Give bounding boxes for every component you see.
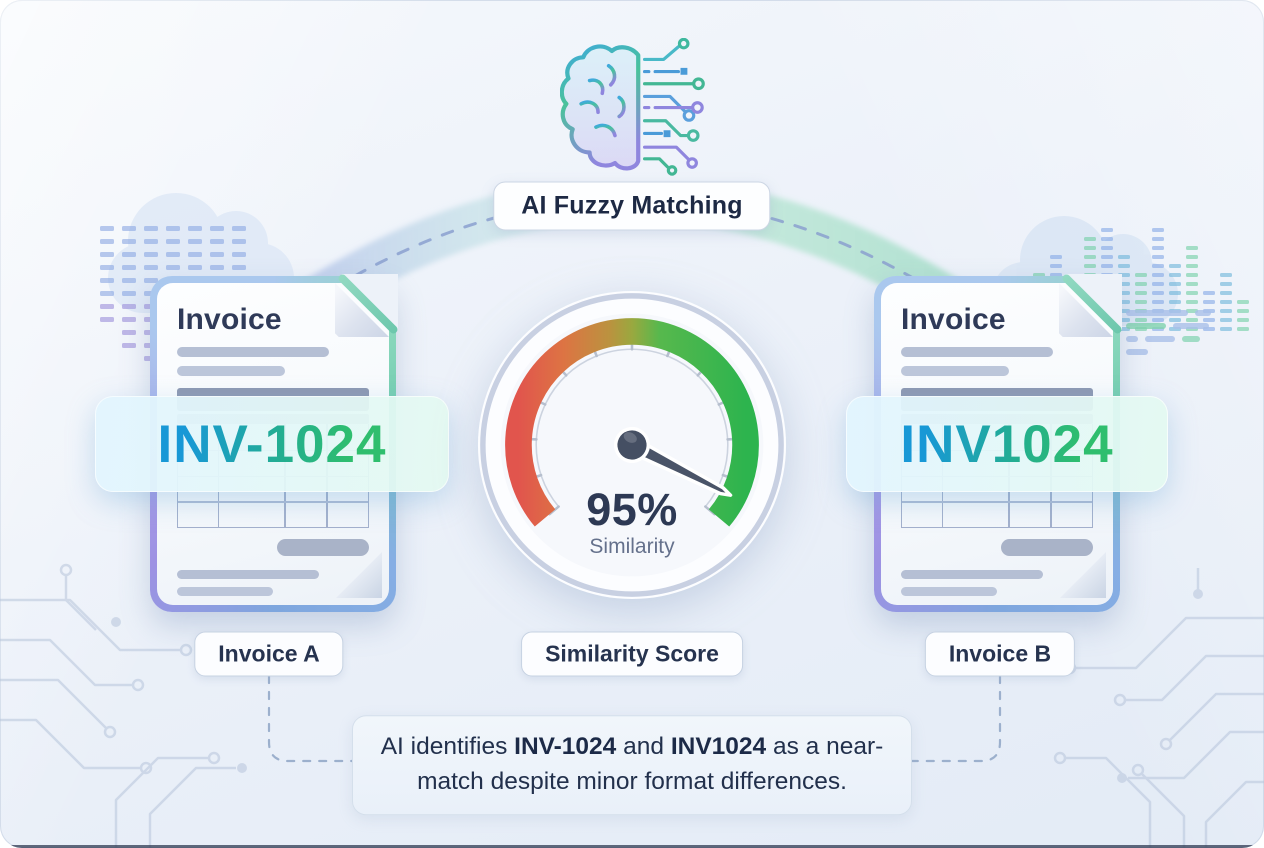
summary-highlight-inv-1024: INV-1024	[514, 733, 617, 761]
text-placeholder	[901, 587, 997, 596]
summary-text-2: and	[616, 733, 671, 761]
invoice-b-number-badge: INV1024	[846, 396, 1168, 492]
invoice-a-doc-title: Invoice	[177, 303, 282, 336]
invoice-a-card: Invoice INV-1024	[95, 272, 449, 612]
similarity-unit-label: Similarity	[589, 535, 675, 558]
invoice-a-number: INV-1024	[157, 414, 387, 474]
similarity-gauge: 95% Similarity	[474, 287, 790, 603]
summary-callout: AI identifies INV-1024 and INV1024 as a …	[352, 715, 912, 815]
circuit-traces-bottom-right	[1053, 568, 1264, 848]
text-placeholder	[901, 570, 1043, 579]
summary-highlight-inv1024: INV1024	[670, 733, 767, 761]
text-placeholder	[177, 587, 273, 596]
text-placeholder	[901, 366, 1009, 376]
page-curl-icon	[1060, 552, 1106, 598]
text-placeholder	[177, 570, 319, 579]
gauge-needle-icon	[613, 426, 733, 497]
invoice-b-number: INV1024	[900, 414, 1114, 474]
similarity-value: 95%	[586, 484, 678, 535]
text-placeholder	[177, 347, 329, 357]
total-placeholder	[277, 539, 369, 556]
invoice-a-number-badge: INV-1024	[95, 396, 449, 492]
data-lines-decoration	[1126, 310, 1211, 355]
summary-text-3: as a near-match despite minor format dif…	[417, 733, 884, 795]
circuit-traces-bottom-left	[0, 563, 247, 848]
text-placeholder	[177, 366, 285, 376]
gauge-dial	[477, 290, 787, 600]
ai-fuzzy-matching-label: AI Fuzzy Matching	[493, 181, 771, 231]
page-curl-icon	[336, 552, 382, 598]
similarity-score-tag: Similarity Score	[521, 631, 743, 677]
total-placeholder	[1001, 539, 1093, 556]
brain-circuit-icon	[560, 38, 705, 176]
summary-text-1: AI identifies	[380, 733, 515, 761]
invoice-b-card: Invoice INV1024	[846, 272, 1168, 612]
invoice-b-tag: Invoice B	[924, 631, 1076, 677]
invoice-a-tag: Invoice A	[194, 631, 344, 677]
invoice-b-doc-title: Invoice	[901, 303, 1006, 336]
text-placeholder	[901, 347, 1053, 357]
